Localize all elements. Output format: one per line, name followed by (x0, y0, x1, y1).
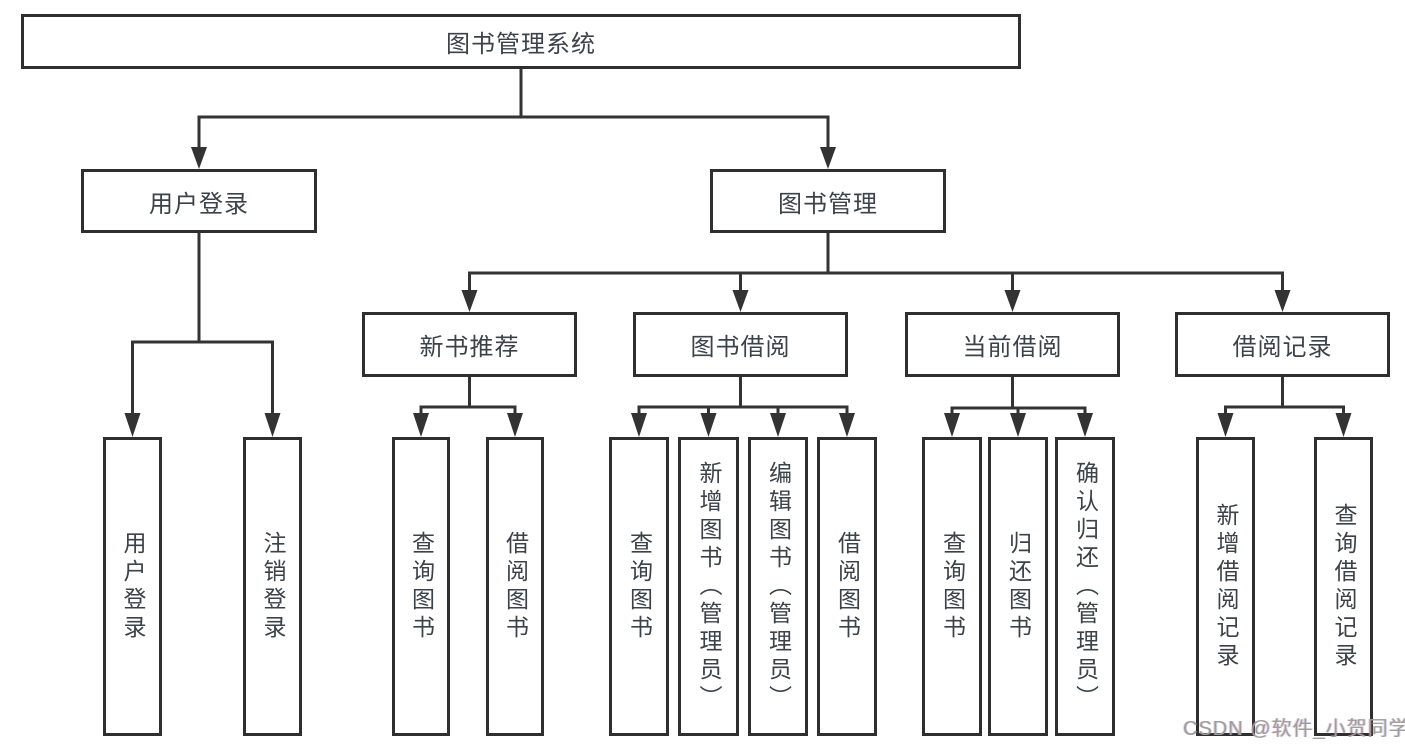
leaf-borrow-books-recommend: 借阅图书 (486, 437, 544, 736)
leaf-query-books-borrow: 查询图书 (609, 437, 669, 736)
leaf-edit-books-admin: 编辑图书（管理员） (748, 437, 808, 736)
connector-currentborrow-to-leaves (944, 375, 1093, 437)
leaf-add-books-admin: 新增图书（管理员） (678, 437, 739, 736)
csdn-watermark: CSDN @软件_小贺同学 (1183, 718, 1405, 740)
connector-bookmgmt-to-level3 (461, 231, 1291, 312)
connector-bookborrow-to-leaves (631, 375, 855, 437)
connector-newbookrec-to-leaves (413, 375, 523, 437)
node-current-borrowing: 当前借阅 (905, 312, 1120, 377)
node-book-borrowing: 图书借阅 (633, 312, 848, 377)
connector-root-to-level2 (191, 67, 836, 169)
leaf-return-books: 归还图书 (988, 437, 1048, 736)
connector-borrowrecord-to-leaves (1217, 375, 1352, 437)
leaf-borrow-books: 借阅图书 (817, 437, 877, 736)
leaf-query-books-current: 查询图书 (922, 437, 982, 736)
leaf-add-borrow-record: 新增借阅记录 (1196, 437, 1255, 736)
node-root: 图书管理系统 (21, 14, 1021, 69)
node-borrowing-records: 借阅记录 (1175, 312, 1390, 377)
leaf-query-borrow-record: 查询借阅记录 (1314, 437, 1373, 736)
leaf-query-books-recommend: 查询图书 (392, 437, 450, 736)
node-user-login: 用户登录 (81, 169, 317, 233)
leaf-confirm-return-admin: 确认归还（管理员） (1055, 437, 1115, 736)
node-new-book-recommendation: 新书推荐 (362, 312, 577, 377)
leaf-logout: 注销登录 (243, 437, 302, 736)
connector-userlogin-to-leaves (124, 231, 281, 437)
node-book-management: 图书管理 (710, 169, 946, 233)
leaf-user-login: 用户登录 (103, 437, 162, 736)
